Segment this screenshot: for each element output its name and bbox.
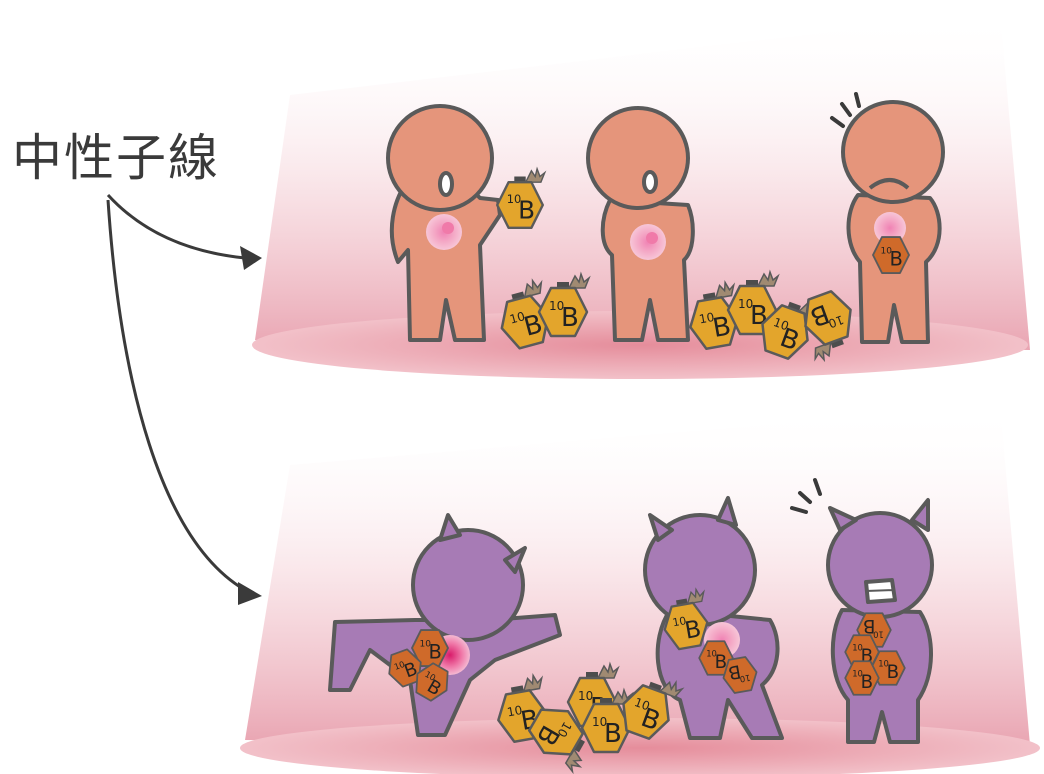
boron-capsule-icon: 10 B [870, 650, 906, 686]
svg-text:B: B [604, 719, 622, 749]
boron-capsule-icon: 10 B [682, 279, 746, 353]
svg-text:B: B [861, 672, 873, 693]
normal-cell [386, 104, 502, 342]
boron-capsule-icon: 10 B [752, 286, 824, 365]
svg-text:10: 10 [393, 659, 406, 672]
svg-text:10: 10 [852, 669, 863, 679]
svg-text:10: 10 [423, 669, 437, 683]
svg-text:10: 10 [698, 310, 715, 326]
alert-lines-icon [790, 478, 822, 514]
normal-cell [841, 100, 945, 344]
boron-capsule-icon: 10 B [408, 658, 456, 706]
svg-text:B: B [683, 614, 704, 644]
boron-capsule-icon: 10 B [698, 640, 734, 676]
svg-text:B: B [429, 641, 442, 664]
arrow-icon [106, 193, 246, 592]
svg-text:10: 10 [739, 673, 751, 685]
boron-capsule-icon: 10 B [844, 660, 880, 696]
svg-text:B: B [890, 248, 903, 271]
svg-text:10: 10 [508, 309, 526, 326]
svg-text:10: 10 [549, 299, 564, 313]
svg-text:10: 10 [706, 649, 717, 659]
svg-text:B: B [710, 311, 733, 344]
svg-text:B: B [518, 195, 535, 224]
normal-cell [586, 106, 695, 342]
svg-text:B: B [887, 662, 899, 683]
svg-text:10: 10 [672, 614, 688, 629]
boron-capsule-icon: 10 B [657, 587, 714, 653]
svg-text:10: 10 [881, 247, 893, 257]
svg-text:10: 10 [578, 689, 593, 703]
svg-text:10: 10 [873, 629, 884, 639]
svg-text:B: B [727, 660, 743, 683]
boron-capsule-icon: 10 B [794, 285, 865, 364]
boron-capsule-icon: 10 B [872, 236, 910, 274]
boron-capsule-icon: 10 B [580, 688, 634, 754]
svg-text:10: 10 [420, 640, 432, 650]
svg-text:10: 10 [554, 719, 574, 739]
svg-text:10: 10 [772, 315, 791, 333]
boron-capsule-icon: 10 B [382, 645, 428, 691]
neutron-beam-label: 中性子線 [12, 129, 220, 187]
boron-capsule-icon: 10 B [856, 612, 892, 648]
svg-text:10: 10 [633, 695, 652, 713]
svg-text:B: B [863, 615, 875, 636]
svg-text:10: 10 [852, 643, 863, 653]
svg-text:10: 10 [507, 192, 522, 206]
svg-text:10: 10 [592, 715, 607, 729]
svg-text:B: B [561, 303, 579, 333]
boron-capsule-icon: 10 B [411, 629, 449, 667]
svg-text:10: 10 [506, 703, 523, 719]
boron-capsule-icon: 10 B [496, 167, 546, 229]
svg-text:10: 10 [878, 659, 889, 669]
alert-lines-icon [830, 92, 861, 128]
svg-text:B: B [715, 652, 727, 673]
arrow-icon [238, 582, 262, 605]
svg-text:10: 10 [738, 297, 753, 311]
svg-text:10: 10 [826, 312, 845, 330]
boron-capsule-icon: 10 B [537, 272, 591, 338]
arrow-icon [240, 246, 262, 270]
boron-capsule-icon: 10 B [719, 654, 761, 696]
